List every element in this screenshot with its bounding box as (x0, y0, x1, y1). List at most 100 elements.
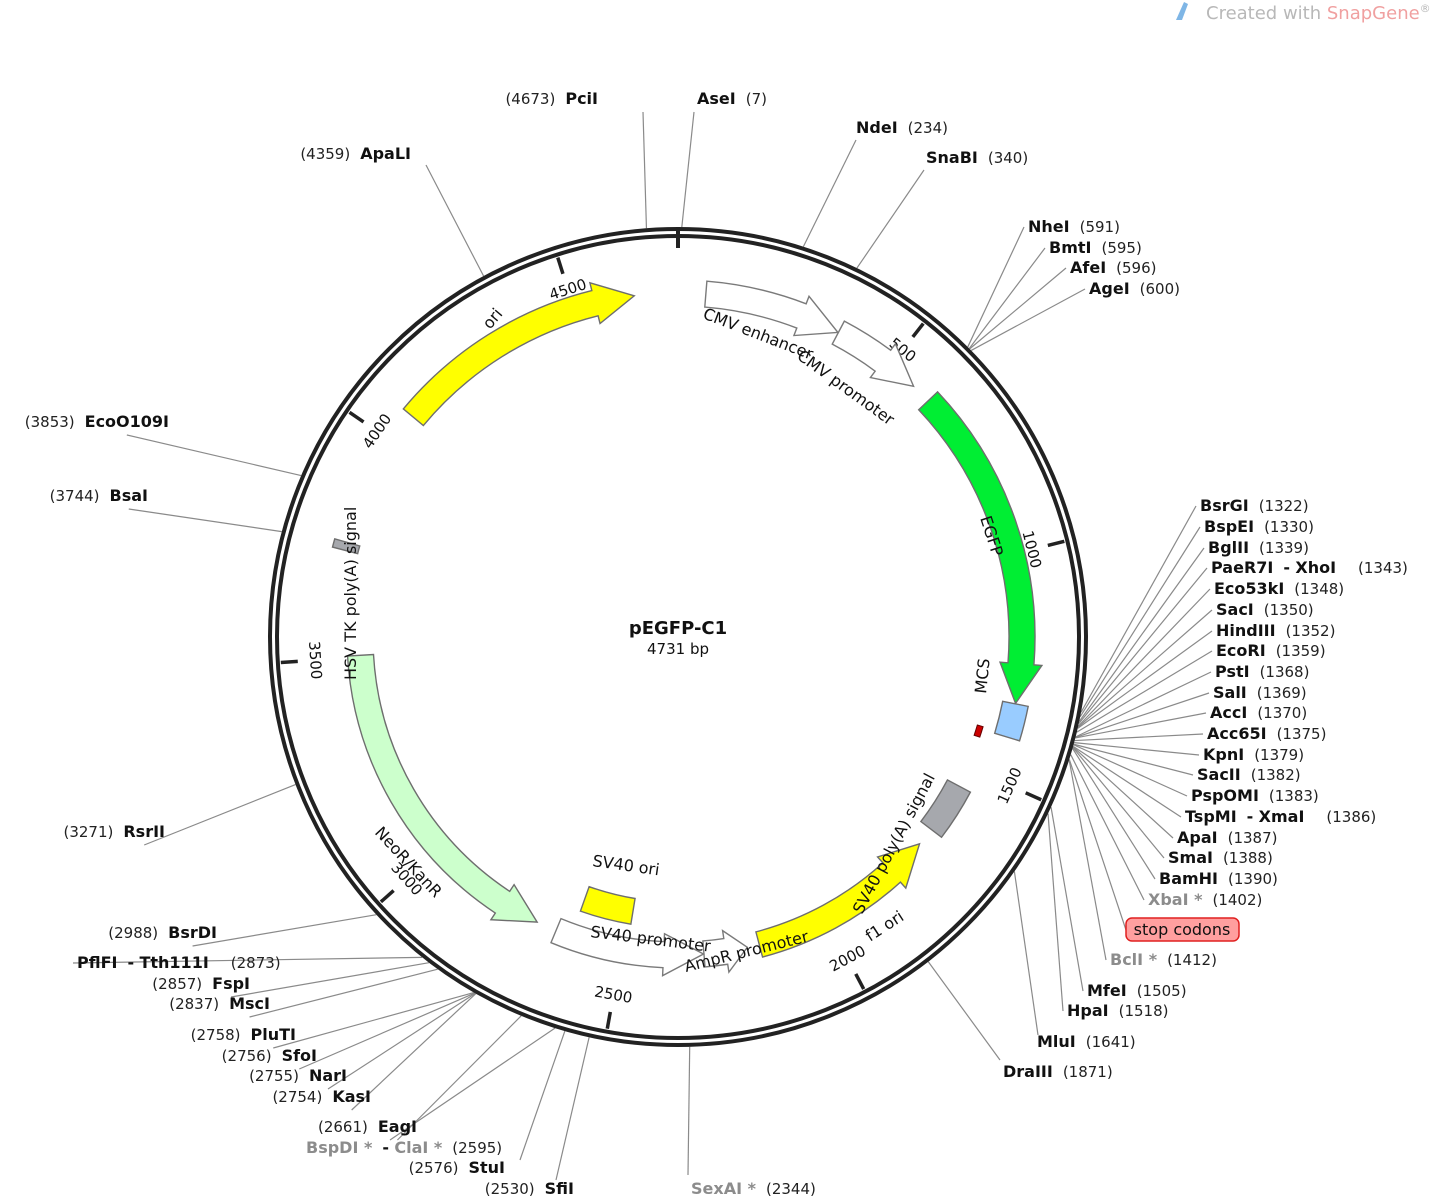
tick-mark (854, 973, 866, 990)
svg-text:Created with SnapGene®: Created with SnapGene® (1206, 2, 1431, 24)
site-position: (2758) (191, 1026, 241, 1044)
tick-mark (556, 257, 565, 275)
leader-mfei (1050, 807, 1084, 992)
label-sv40-polya: SV40 poly(A) signal (849, 770, 939, 917)
leader-bsai (128, 508, 282, 533)
site-name: SexAI * (691, 1179, 757, 1198)
leader-msci (249, 968, 438, 1018)
site-mlui: MluI(1641) (1037, 1032, 1136, 1051)
site-name: SfiI (545, 1179, 574, 1198)
site-position: (1382) (1251, 766, 1301, 784)
site-bmti: BmtI(595) (1049, 238, 1142, 257)
leader-snabi (856, 169, 925, 269)
label-mcs: MCS (971, 657, 994, 694)
leader-pspomi (1073, 744, 1188, 797)
site-name: MscI (229, 994, 270, 1013)
site-pspomi: PspOMI(1383) (1191, 786, 1319, 805)
site-kasi: KasI(2754) (272, 1087, 371, 1106)
site-sali: SalI(1369) (1213, 683, 1307, 702)
site-name: BclI * (1110, 950, 1158, 969)
site-position: (2837) (169, 995, 219, 1013)
site-name: AgeI (1089, 279, 1130, 298)
site-asei: AseI(7) (697, 89, 767, 108)
site-eco53ki: Eco53kI(1348) (1214, 579, 1344, 598)
plasmid-name: pEGFP-C1 (629, 618, 727, 639)
site-bamhi: BamHI(1390) (1159, 869, 1278, 888)
site-name: HindIII (1216, 621, 1276, 640)
tick-label: 3500 (305, 641, 325, 680)
site-mfei: MfeI(1505) (1087, 981, 1187, 1000)
leader-ecoo109i (126, 434, 302, 477)
site-separator: - (1283, 558, 1290, 577)
site-position: (2873) (231, 954, 281, 972)
site-name: SacII (1197, 765, 1241, 784)
site-name: AfeI (1070, 258, 1106, 277)
site-position: (595) (1101, 239, 1141, 257)
leader-bspei (1079, 526, 1201, 717)
feature-egfp (917, 390, 1044, 705)
leader-bglii (1078, 547, 1205, 722)
site-position: (1412) (1167, 951, 1217, 969)
site-name: AccI (1210, 703, 1247, 722)
site-position: (1343) (1358, 559, 1408, 577)
leader-bcli (1068, 759, 1107, 961)
feature-cmv-promoter (831, 320, 915, 388)
site-position: (1339) (1259, 539, 1309, 557)
site-apai: ApaI(1387) (1177, 828, 1277, 847)
stop-codons-badge: stop codons (1125, 917, 1240, 942)
leader-mlui (1013, 871, 1039, 1036)
site-paer7i: PaeR7I-XhoI(1343) (1211, 558, 1408, 577)
site-ecori: EcoRI(1359) (1216, 641, 1326, 660)
feature-sv40-ori (579, 885, 636, 925)
leader-bsrdi (192, 914, 377, 947)
tick-label: 2000 (827, 942, 869, 976)
site-name: EcoRI (1216, 641, 1266, 660)
site-name: SfoI (282, 1046, 317, 1065)
leader-xbai (1070, 754, 1145, 901)
credit-brand: SnapGene (1327, 3, 1420, 24)
site-position: (3853) (25, 413, 75, 431)
site-name: MfeI (1087, 981, 1127, 1000)
site-name: NarI (309, 1066, 347, 1085)
tick-mark (348, 410, 365, 424)
site-position: (2755) (249, 1067, 299, 1085)
site-name: PluTI (251, 1025, 296, 1044)
site-name: SnaBI (926, 148, 978, 167)
leader-pluti (273, 991, 474, 1049)
site-position: (1386) (1326, 808, 1376, 826)
site-ecoo109i: EcoO109I (3853) (25, 412, 169, 431)
site-position: (591) (1080, 218, 1120, 236)
tick-label: 2500 (593, 982, 634, 1006)
plasmid-length: 4731 bp (647, 640, 709, 658)
stop-codons-box (1125, 917, 1240, 942)
site-name: BamHI (1159, 869, 1218, 888)
site-position: (600) (1140, 280, 1180, 298)
site-separator: - (382, 1138, 389, 1157)
leader-bsrgi (1080, 505, 1197, 713)
site-nhei: NheI(591) (1028, 217, 1120, 236)
site-name: BspDI * (306, 1138, 373, 1157)
site-name: EcoO109I (85, 412, 169, 431)
tick-mark (911, 322, 925, 339)
feature-ampr-promoter (702, 929, 749, 974)
site-position: (7) (746, 90, 767, 108)
site-sfoi: SfoI(2756) (222, 1046, 317, 1065)
site-position: (1518) (1119, 1002, 1169, 1020)
site-position: (1330) (1264, 518, 1314, 536)
tick-mark (605, 1011, 613, 1029)
tick-label: 4000 (359, 410, 395, 452)
site-rsrii: RsrII(3271) (63, 822, 165, 841)
site-fspi: FspI(2857) (152, 974, 250, 993)
site-draiii: DraIII(1871) (1003, 1062, 1113, 1081)
site-pair-name: Tth111I (139, 953, 208, 972)
feature-f1-ori (755, 842, 921, 958)
site-name: PspOMI (1191, 786, 1259, 805)
leader-bamhi (1072, 748, 1156, 880)
site-name: StuI (468, 1158, 505, 1177)
leader-paer7i (1078, 567, 1208, 724)
leader-eagi (397, 1015, 522, 1141)
site-pair-name: ClaI * (394, 1138, 443, 1157)
site-name: BspEI (1204, 517, 1254, 536)
site-name: BglII (1208, 538, 1249, 557)
